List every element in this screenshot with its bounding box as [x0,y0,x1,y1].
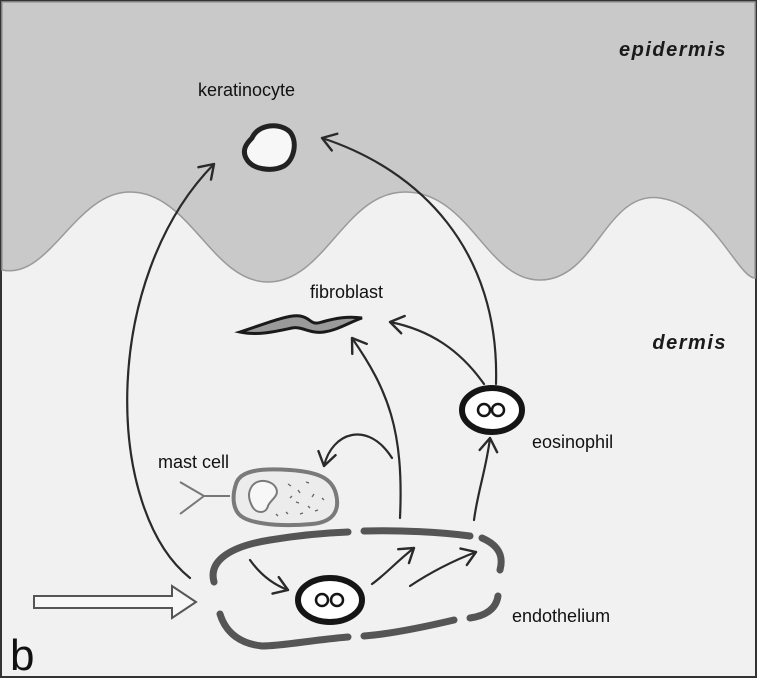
panel-label: b [10,631,34,678]
eosinophil-vessel [298,578,362,622]
keratinocyte-label: keratinocyte [198,80,295,100]
eosinophil-dermis [462,388,522,432]
endothelium-label: endothelium [512,606,610,626]
dermis-label: dermis [652,332,727,354]
fibroblast-label: fibroblast [310,282,383,302]
mast-cell-label: mast cell [158,452,229,472]
eosinophil-label: eosinophil [532,432,613,452]
epidermis-label: epidermis [619,39,727,61]
